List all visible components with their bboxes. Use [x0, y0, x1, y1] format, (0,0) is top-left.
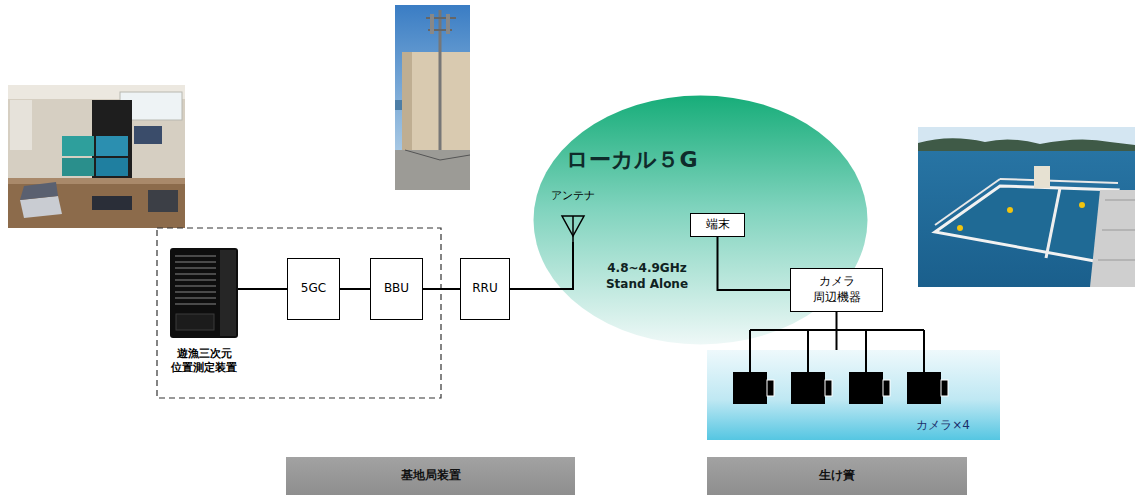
camera-band: カメラ×4	[707, 350, 1000, 440]
terminal-box: 端末	[690, 213, 745, 237]
office-photo	[8, 85, 185, 228]
node-text: 4.8~4.9GHz Stand Alone	[604, 261, 690, 292]
node-text: ローカル５G	[566, 146, 697, 175]
node-text: アンテナ	[551, 189, 595, 203]
node-text: 5GC	[301, 281, 326, 297]
text-holder: ローカル５G	[566, 146, 697, 175]
text-holder: 遊漁三次元 位置測定装置	[168, 347, 240, 376]
caption-band: 基地局装置	[286, 457, 575, 495]
node-text: カメラ×4	[916, 418, 970, 434]
server-icon	[170, 248, 238, 340]
node-text: RRU	[472, 281, 497, 297]
text-holder: アンテナ	[551, 189, 595, 203]
text-holder: カメラ×4	[916, 418, 970, 434]
connector-line	[836, 312, 838, 350]
connector-line	[340, 288, 370, 290]
fish-pen-photo	[918, 127, 1135, 287]
node-text: 基地局装置	[401, 468, 461, 484]
node-text: 遊漁三次元 位置測定装置	[168, 347, 240, 376]
antenna-site-photo	[395, 5, 470, 190]
process-box: BBU	[370, 258, 423, 320]
connector-line	[423, 288, 460, 290]
antenna-symbol: アンテナ	[550, 186, 596, 242]
text-holder: 4.8~4.9GHz Stand Alone	[604, 261, 690, 292]
group-outline	[157, 228, 441, 398]
process-box: RRU	[460, 258, 510, 320]
device-box: カメラ 周辺機器	[790, 268, 883, 312]
node-text: 生け簀	[819, 468, 855, 484]
node-text: カメラ 周辺機器	[808, 274, 866, 305]
server-unit: 遊漁三次元 位置測定装置	[170, 248, 238, 340]
node-text: BBU	[384, 281, 409, 297]
connector-line	[238, 288, 287, 290]
node-text: 端末	[706, 217, 730, 233]
process-box: 5GC	[287, 258, 340, 320]
caption-band: 生け簀	[707, 457, 967, 495]
